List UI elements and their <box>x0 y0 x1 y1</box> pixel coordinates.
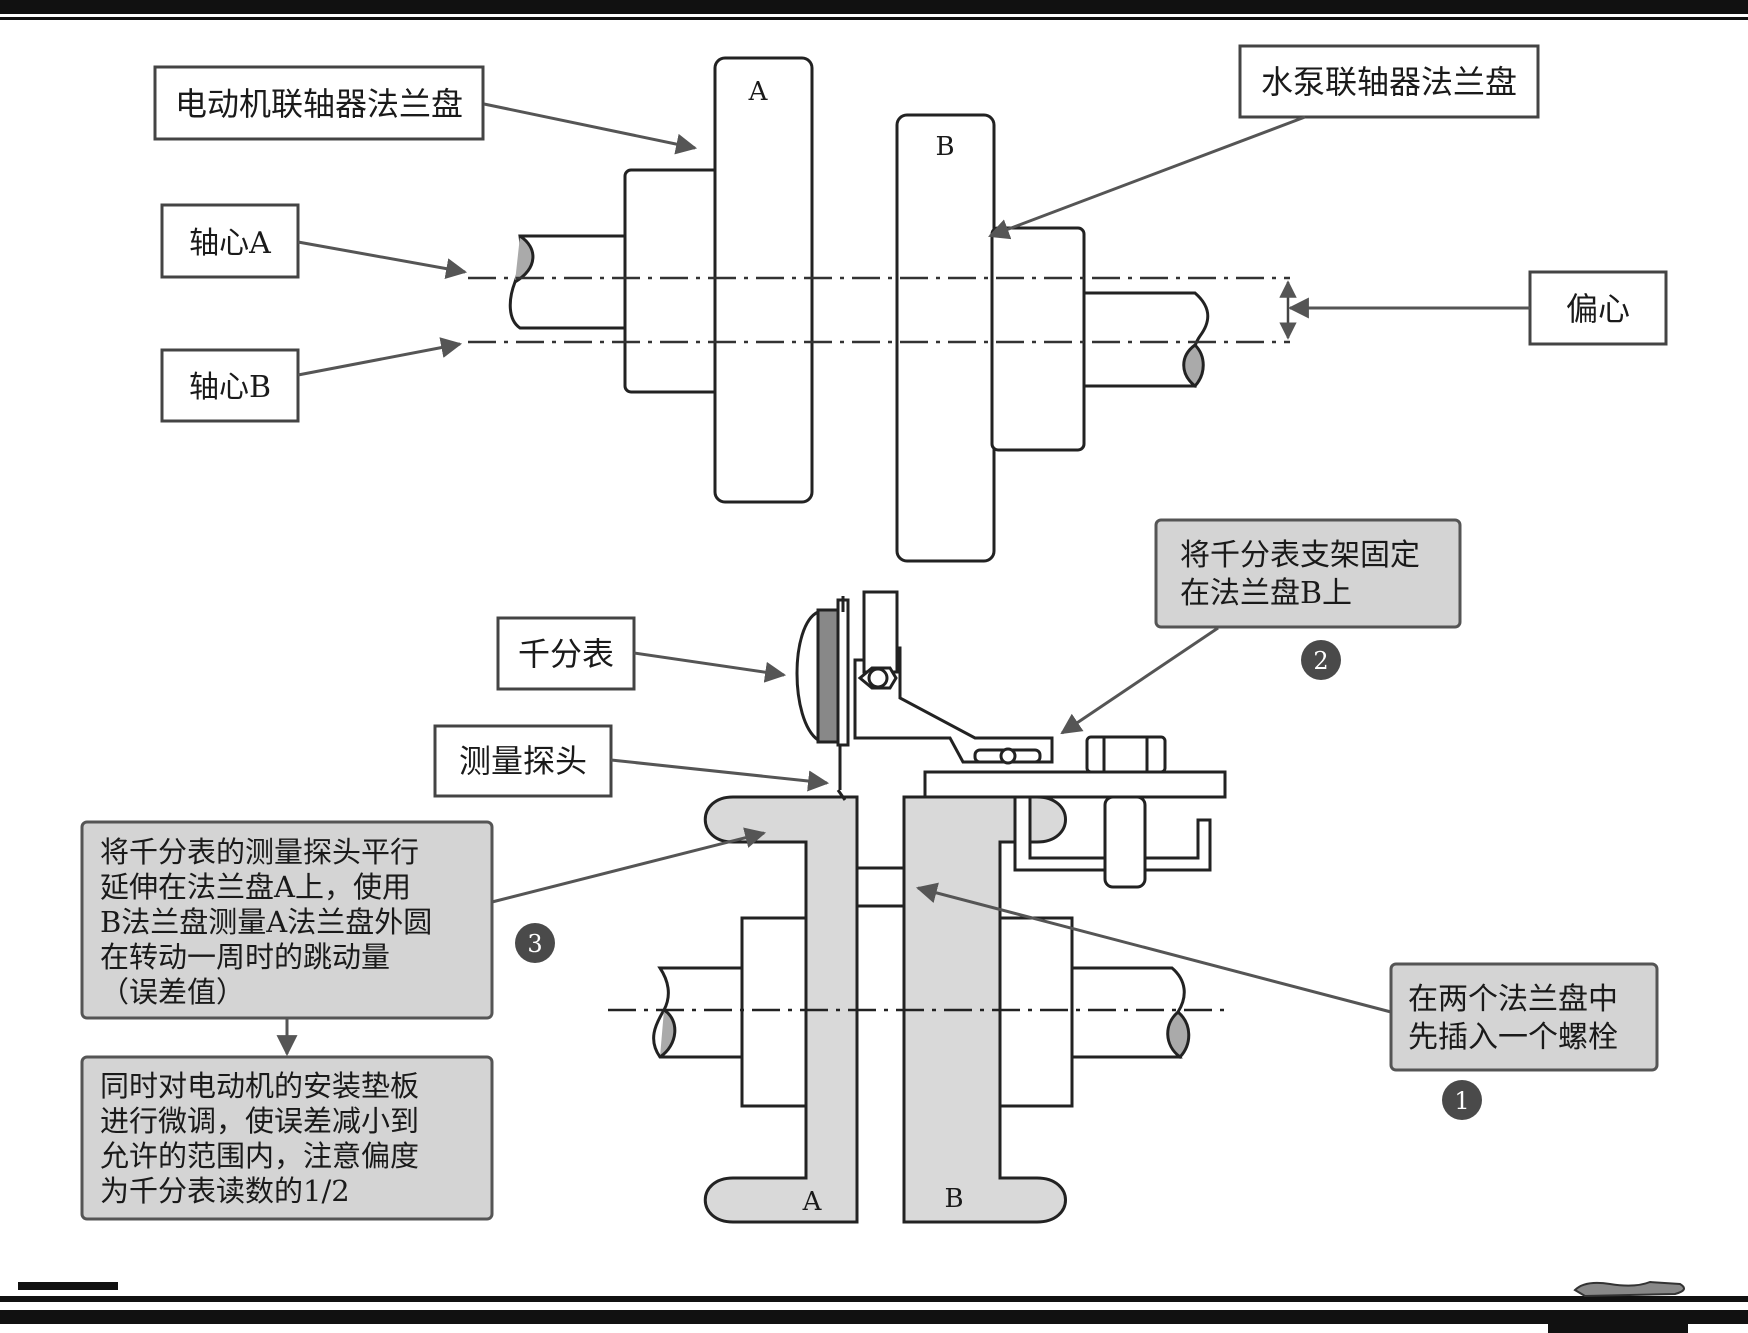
top-leaders <box>297 102 1530 377</box>
hub-a <box>623 168 722 394</box>
step-badge-2: 2 <box>1301 640 1341 680</box>
note-adjust-line3: 允许的范围内，注意偏度 <box>100 1139 419 1173</box>
step-badge-3: 3 <box>515 923 555 963</box>
bottom-hub-b <box>998 916 1074 1108</box>
label-axis-b: 轴心B <box>160 348 300 423</box>
step-badge-2-text: 2 <box>1313 647 1328 675</box>
note-step3-line4: 在转动一周时的跳动量 <box>100 940 390 974</box>
note-step3: 将千分表的测量探头平行 延伸在法兰盘A上，使用 B法兰盘测量A法兰盘外圆 在转动… <box>80 820 494 1020</box>
bolt-between-flanges <box>855 866 906 908</box>
bottom-hub-a <box>740 916 810 1108</box>
bottom-flange-a <box>703 795 859 1224</box>
bottom-flange-a-letter: A <box>802 1187 823 1217</box>
note-step1: 在两个法兰盘中 先插入一个螺栓 <box>1389 962 1659 1072</box>
bottom-flange-b-letter: B <box>944 1184 963 1214</box>
note-step1-line1: 在两个法兰盘中 <box>1408 982 1618 1017</box>
bottom-leaders <box>276 626 1392 1057</box>
step-badge-1-text: 1 <box>1454 1087 1469 1115</box>
flange-b-letter: B <box>935 132 954 162</box>
center-lines <box>468 276 1290 344</box>
label-dial-indicator: 千分表 <box>496 616 636 691</box>
note-step3-line2: 延伸在法兰盘A上，使用 <box>100 870 411 904</box>
label-probe-text: 测量探头 <box>459 742 587 780</box>
label-axis-b-text: 轴心B <box>189 370 271 405</box>
flange-a <box>713 56 814 504</box>
flange-b <box>895 113 996 563</box>
label-axis-a-text: 轴心A <box>189 226 271 261</box>
note-step2-line2: 在法兰盘B上 <box>1180 576 1352 611</box>
bottom-shafts <box>652 916 1191 1108</box>
label-pump-flange-text: 水泵联轴器法兰盘 <box>1261 63 1517 101</box>
step-badge-3-text: 3 <box>527 930 542 958</box>
note-step2: 将千分表支架固定 在法兰盘B上 <box>1154 518 1462 629</box>
note-adjust-line4: 为千分表读数的1/2 <box>100 1174 350 1208</box>
label-pump-flange: 水泵联轴器法兰盘 <box>1238 44 1540 119</box>
label-probe: 测量探头 <box>433 724 613 798</box>
bottom-shaft-b <box>1070 966 1186 1059</box>
label-motor-flange-text: 电动机联轴器法兰盘 <box>175 85 463 123</box>
bottom-flange-b <box>902 795 1067 1224</box>
indicator-bracket <box>853 590 1227 889</box>
label-eccentric-text: 偏心 <box>1566 290 1630 328</box>
note-step2-line1: 将千分表支架固定 <box>1180 538 1420 573</box>
note-step3-line1: 将千分表的测量探头平行 <box>100 835 419 869</box>
label-dial-indicator-text: 千分表 <box>518 635 614 673</box>
dial-indicator <box>795 596 898 801</box>
flange-a-letter: A <box>748 77 769 107</box>
label-axis-a: 轴心A <box>160 203 300 279</box>
top-coupling-drawing <box>508 56 1210 563</box>
note-step3-line5: （误差值） <box>100 975 245 1009</box>
note-adjust-line2: 进行微调，使误差减小到 <box>100 1104 419 1138</box>
label-motor-flange: 电动机联轴器法兰盘 <box>153 65 485 141</box>
step-badge-1: 1 <box>1442 1080 1482 1120</box>
note-step3-line3: B法兰盘测量A法兰盘外圆 <box>100 905 432 939</box>
label-eccentric: 偏心 <box>1528 270 1668 346</box>
note-adjust: 同时对电动机的安装垫板 进行微调，使误差减小到 允许的范围内，注意偏度 为千分表… <box>80 1055 494 1221</box>
note-step1-line2: 先插入一个螺栓 <box>1408 1020 1618 1055</box>
hub-b <box>990 226 1086 452</box>
note-adjust-line1: 同时对电动机的安装垫板 <box>100 1069 419 1103</box>
